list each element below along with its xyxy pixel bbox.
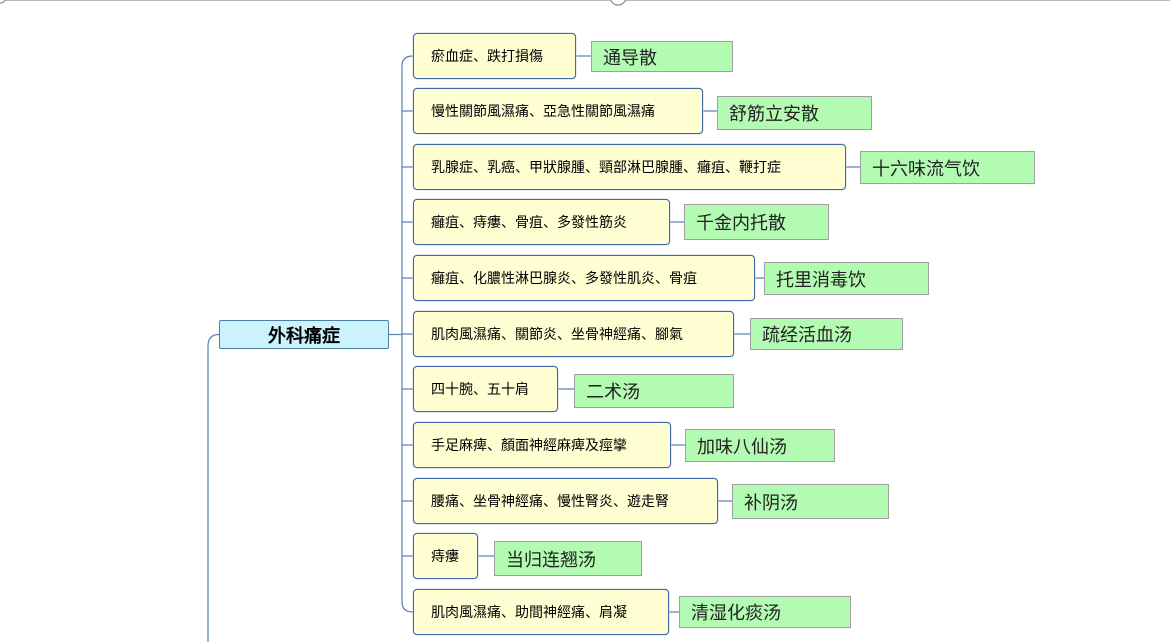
condition-node[interactable]: 慢性關節風濕痛、亞急性關節風濕痛	[413, 88, 703, 134]
handle-left-icon	[0, 0, 6, 4]
condition-node[interactable]: 肌肉風濕痛、關節炎、坐骨神經痛、腳氣	[413, 311, 734, 357]
formula-node[interactable]: 疏经活血汤	[750, 318, 903, 350]
condition-node[interactable]: 手足麻痺、顏面神經麻痺及痙攣	[413, 422, 671, 468]
formula-node[interactable]: 千金内托散	[684, 204, 829, 240]
formula-node[interactable]: 托里消毒饮	[764, 262, 929, 295]
formula-node[interactable]: 加味八仙汤	[685, 429, 835, 462]
condition-node[interactable]: 癰疽、化膿性淋巴腺炎、多發性肌炎、骨疽	[413, 255, 755, 301]
formula-node[interactable]: 舒筋立安散	[717, 96, 872, 130]
root-node[interactable]: 外科痛症	[219, 320, 389, 349]
condition-node[interactable]: 肌肉風濕痛、助間神經痛、肩凝	[413, 589, 669, 635]
condition-node[interactable]: 腰痛、坐骨神經痛、慢性腎炎、遊走腎	[413, 478, 718, 524]
condition-node[interactable]: 癰疽、痔瘻、骨疽、多發性筋炎	[413, 199, 670, 245]
formula-node[interactable]: 当归连翘汤	[494, 541, 642, 576]
formula-node[interactable]: 通导散	[591, 41, 733, 72]
formula-node[interactable]: 补阴汤	[732, 484, 889, 519]
condition-node[interactable]: 乳腺症、乳癌、甲狀腺腫、頸部淋巴腺腫、癰疽、鞭打症	[413, 144, 846, 190]
handle-top-icon	[609, 0, 627, 6]
condition-node[interactable]: 痔瘻	[413, 533, 478, 579]
formula-node[interactable]: 十六味流气饮	[860, 151, 1035, 184]
condition-node[interactable]: 四十腕、五十肩	[413, 366, 558, 412]
formula-node[interactable]: 二术汤	[574, 374, 734, 408]
condition-node[interactable]: 瘀血症、跌打損傷	[413, 33, 576, 79]
formula-node[interactable]: 清湿化痰汤	[679, 596, 851, 628]
